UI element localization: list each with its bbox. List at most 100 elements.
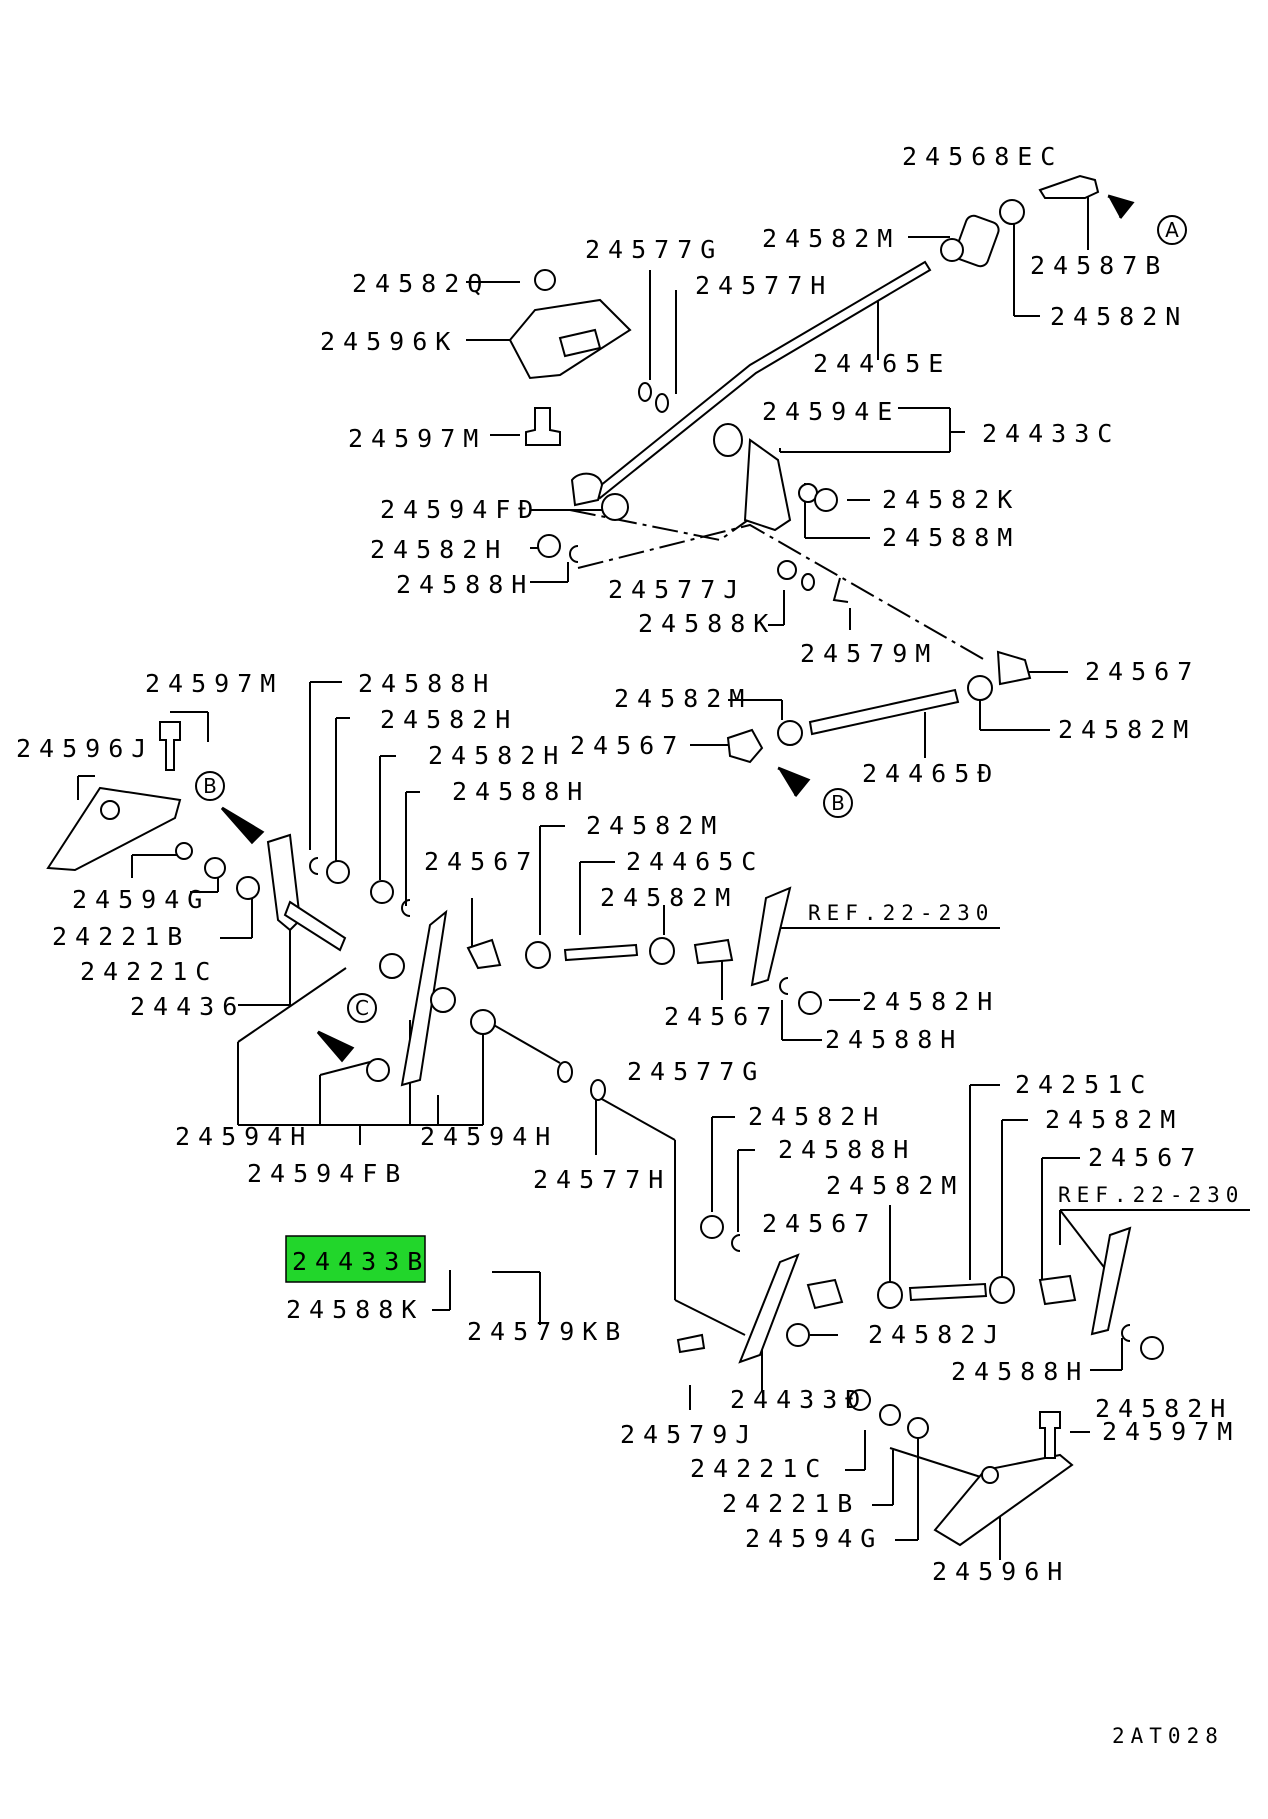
label-24567-low-r[interactable]: 24567 <box>1088 1143 1203 1172</box>
label-24582M-low2[interactable]: 24582M <box>826 1171 964 1200</box>
label-24567-mid[interactable]: 24567 <box>570 731 685 760</box>
label-24567-c1[interactable]: 24567 <box>424 847 539 876</box>
label-24596K[interactable]: 24596K <box>320 327 458 356</box>
label-24594G-left[interactable]: 24594G <box>72 885 210 914</box>
label-24588H-c[interactable]: 24588H <box>825 1025 963 1054</box>
label-24582H-br[interactable]: 24582H <box>1095 1394 1233 1423</box>
callout-b-left[interactable]: B <box>195 771 225 801</box>
label-24588K-top[interactable]: 24588K <box>638 609 776 638</box>
label-24582H-c[interactable]: 24582H <box>862 987 1000 1016</box>
label-24577G-mid[interactable]: 24577G <box>627 1057 765 1086</box>
label-24579J[interactable]: 24579J <box>620 1420 758 1449</box>
label-24577H-mid[interactable]: 24577H <box>533 1165 671 1194</box>
washer-24577H <box>655 393 669 413</box>
label-24582N[interactable]: 24582N <box>1050 302 1188 331</box>
label-24596H[interactable]: 24596H <box>932 1557 1070 1586</box>
label-24588H-left[interactable]: 24588H <box>358 669 496 698</box>
joint-24568EC <box>954 214 1000 268</box>
rod-24465C <box>563 943 639 962</box>
leader-lines <box>77 180 1250 1560</box>
callout-b-right[interactable]: B <box>823 788 853 818</box>
label-24577G-top[interactable]: 24577G <box>585 235 723 264</box>
label-24221B-left[interactable]: 24221B <box>52 922 190 951</box>
label-24588K-low[interactable]: 24588K <box>286 1295 424 1324</box>
label-24221C-low[interactable]: 24221C <box>690 1454 828 1483</box>
joint-24567-low-r <box>1038 1274 1077 1306</box>
bushing-24221C-left <box>236 876 260 900</box>
washer-24577G <box>638 382 652 402</box>
label-24568EC[interactable]: 24568EC <box>902 142 1063 171</box>
label-24433C[interactable]: 24433C <box>982 419 1120 448</box>
label-24436[interactable]: 24436 <box>130 992 245 1021</box>
label-24582M-low1[interactable]: 24582M <box>1045 1105 1183 1134</box>
rod-24251C <box>908 1282 988 1302</box>
label-24582H-low[interactable]: 24582H <box>748 1102 886 1131</box>
label-24594G-low[interactable]: 24594G <box>745 1524 883 1553</box>
label-24597M-top[interactable]: 24597M <box>348 424 486 453</box>
label-24577H-top[interactable]: 24577H <box>695 271 833 300</box>
label-24588M[interactable]: 24588M <box>882 523 1020 552</box>
label-24567-low[interactable]: 24567 <box>762 1209 877 1238</box>
label-24221B-low[interactable]: 24221B <box>722 1489 860 1518</box>
label-24582K[interactable]: 24582K <box>882 485 1020 514</box>
label-24582H-l1[interactable]: 24582H <box>380 705 518 734</box>
label-24433B[interactable]: 24433B <box>292 1247 430 1276</box>
label-24577J[interactable]: 24577J <box>608 575 746 604</box>
label-24594E[interactable]: 24594E <box>762 397 900 426</box>
bushing-24221B-left <box>204 857 226 879</box>
label-24588H-l2[interactable]: 24588H <box>452 777 590 806</box>
label-24594H-r[interactable]: 24594H <box>420 1122 558 1151</box>
svg-text:B: B <box>203 774 217 798</box>
label-24465D[interactable]: 24465Đ <box>862 759 1000 788</box>
label-24594H-l[interactable]: 24594H <box>175 1122 313 1151</box>
label-24582J[interactable]: 24582J <box>868 1320 1006 1349</box>
label-24582M-r[interactable]: 24582M <box>1058 715 1196 744</box>
joint-24567-mid <box>726 728 764 764</box>
svg-text:A: A <box>1165 218 1179 242</box>
label-24597M-left[interactable]: 24597M <box>145 669 283 698</box>
label-24567-c2[interactable]: 24567 <box>664 1002 779 1031</box>
label-24582Q[interactable]: 24582Q <box>352 269 490 298</box>
label-24597M-br[interactable]: 24597M <box>1102 1417 1240 1446</box>
parts <box>46 174 1164 1547</box>
label-24596J[interactable]: 24596J <box>16 734 154 763</box>
label-24465E[interactable]: 24465E <box>813 349 951 378</box>
label-24587B[interactable]: 24587B <box>1030 251 1168 280</box>
label-24582M-top[interactable]: 24582M <box>762 224 900 253</box>
nut-24582K <box>814 488 838 512</box>
label-24588H-low[interactable]: 24588H <box>778 1135 916 1164</box>
label-24579M[interactable]: 24579M <box>800 639 938 668</box>
joint-24567-c1 <box>466 938 502 970</box>
arm-ref-22-230-b <box>1090 1226 1132 1336</box>
rod-24465D <box>808 688 960 736</box>
svg-text:C: C <box>355 996 369 1020</box>
label-24582H-top[interactable]: 24582H <box>370 535 508 564</box>
callout-c[interactable]: C <box>347 993 377 1023</box>
label-24582M-c1[interactable]: 24582M <box>586 811 724 840</box>
label-24588H-top[interactable]: 24588H <box>396 570 534 599</box>
ref-22-230-b[interactable]: REF.22-230 <box>1058 1183 1244 1207</box>
ref-22-230-a[interactable]: REF.22-230 <box>808 901 994 925</box>
label-24594FD[interactable]: 24594FĐ <box>380 495 541 524</box>
label-24433D[interactable]: 24433Đ <box>730 1385 868 1414</box>
label-24582M-c2[interactable]: 24582M <box>600 883 738 912</box>
label-24251C[interactable]: 24251C <box>1015 1070 1153 1099</box>
label-24582H-l2[interactable]: 24582H <box>428 741 566 770</box>
svg-text:B: B <box>831 791 845 815</box>
label-24465C[interactable]: 24465C <box>626 847 764 876</box>
rod-end-24465E <box>570 472 604 507</box>
arm-24433C <box>743 438 792 532</box>
label-24588H-br[interactable]: 24588H <box>951 1357 1089 1386</box>
arm-ref-22-230-a <box>750 886 792 987</box>
label-24579KB[interactable]: 24579KB <box>467 1317 628 1346</box>
arm-24433D <box>738 1253 800 1364</box>
label-24221C-left[interactable]: 24221C <box>80 957 218 986</box>
nut-24582H-top <box>537 534 561 558</box>
callout-a[interactable]: A <box>1157 215 1187 245</box>
arm-24433B <box>400 909 448 1087</box>
label-24582M-mid[interactable]: 24582M <box>614 684 752 713</box>
label-24567-r1[interactable]: 24567 <box>1085 657 1200 686</box>
label-24594FB[interactable]: 24594FB <box>247 1159 408 1188</box>
washer-24577J <box>777 560 797 580</box>
